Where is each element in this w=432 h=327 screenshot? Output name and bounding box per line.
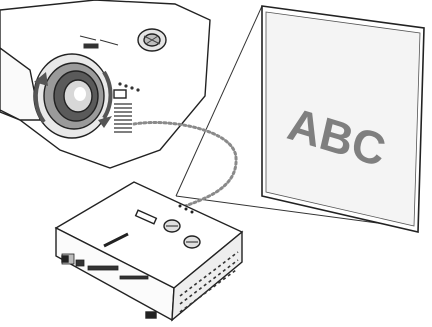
lens-assembly [34, 54, 110, 138]
lens-shift-slot [114, 90, 126, 98]
main-knob-2 [184, 236, 200, 248]
main-knob-1 [164, 220, 180, 232]
projector-closeup [0, 0, 210, 168]
focus-knob [138, 29, 166, 51]
foot-right [146, 312, 156, 318]
projection-screen: ABC [262, 6, 424, 232]
projector-main [56, 182, 242, 320]
foot-left [62, 256, 68, 262]
